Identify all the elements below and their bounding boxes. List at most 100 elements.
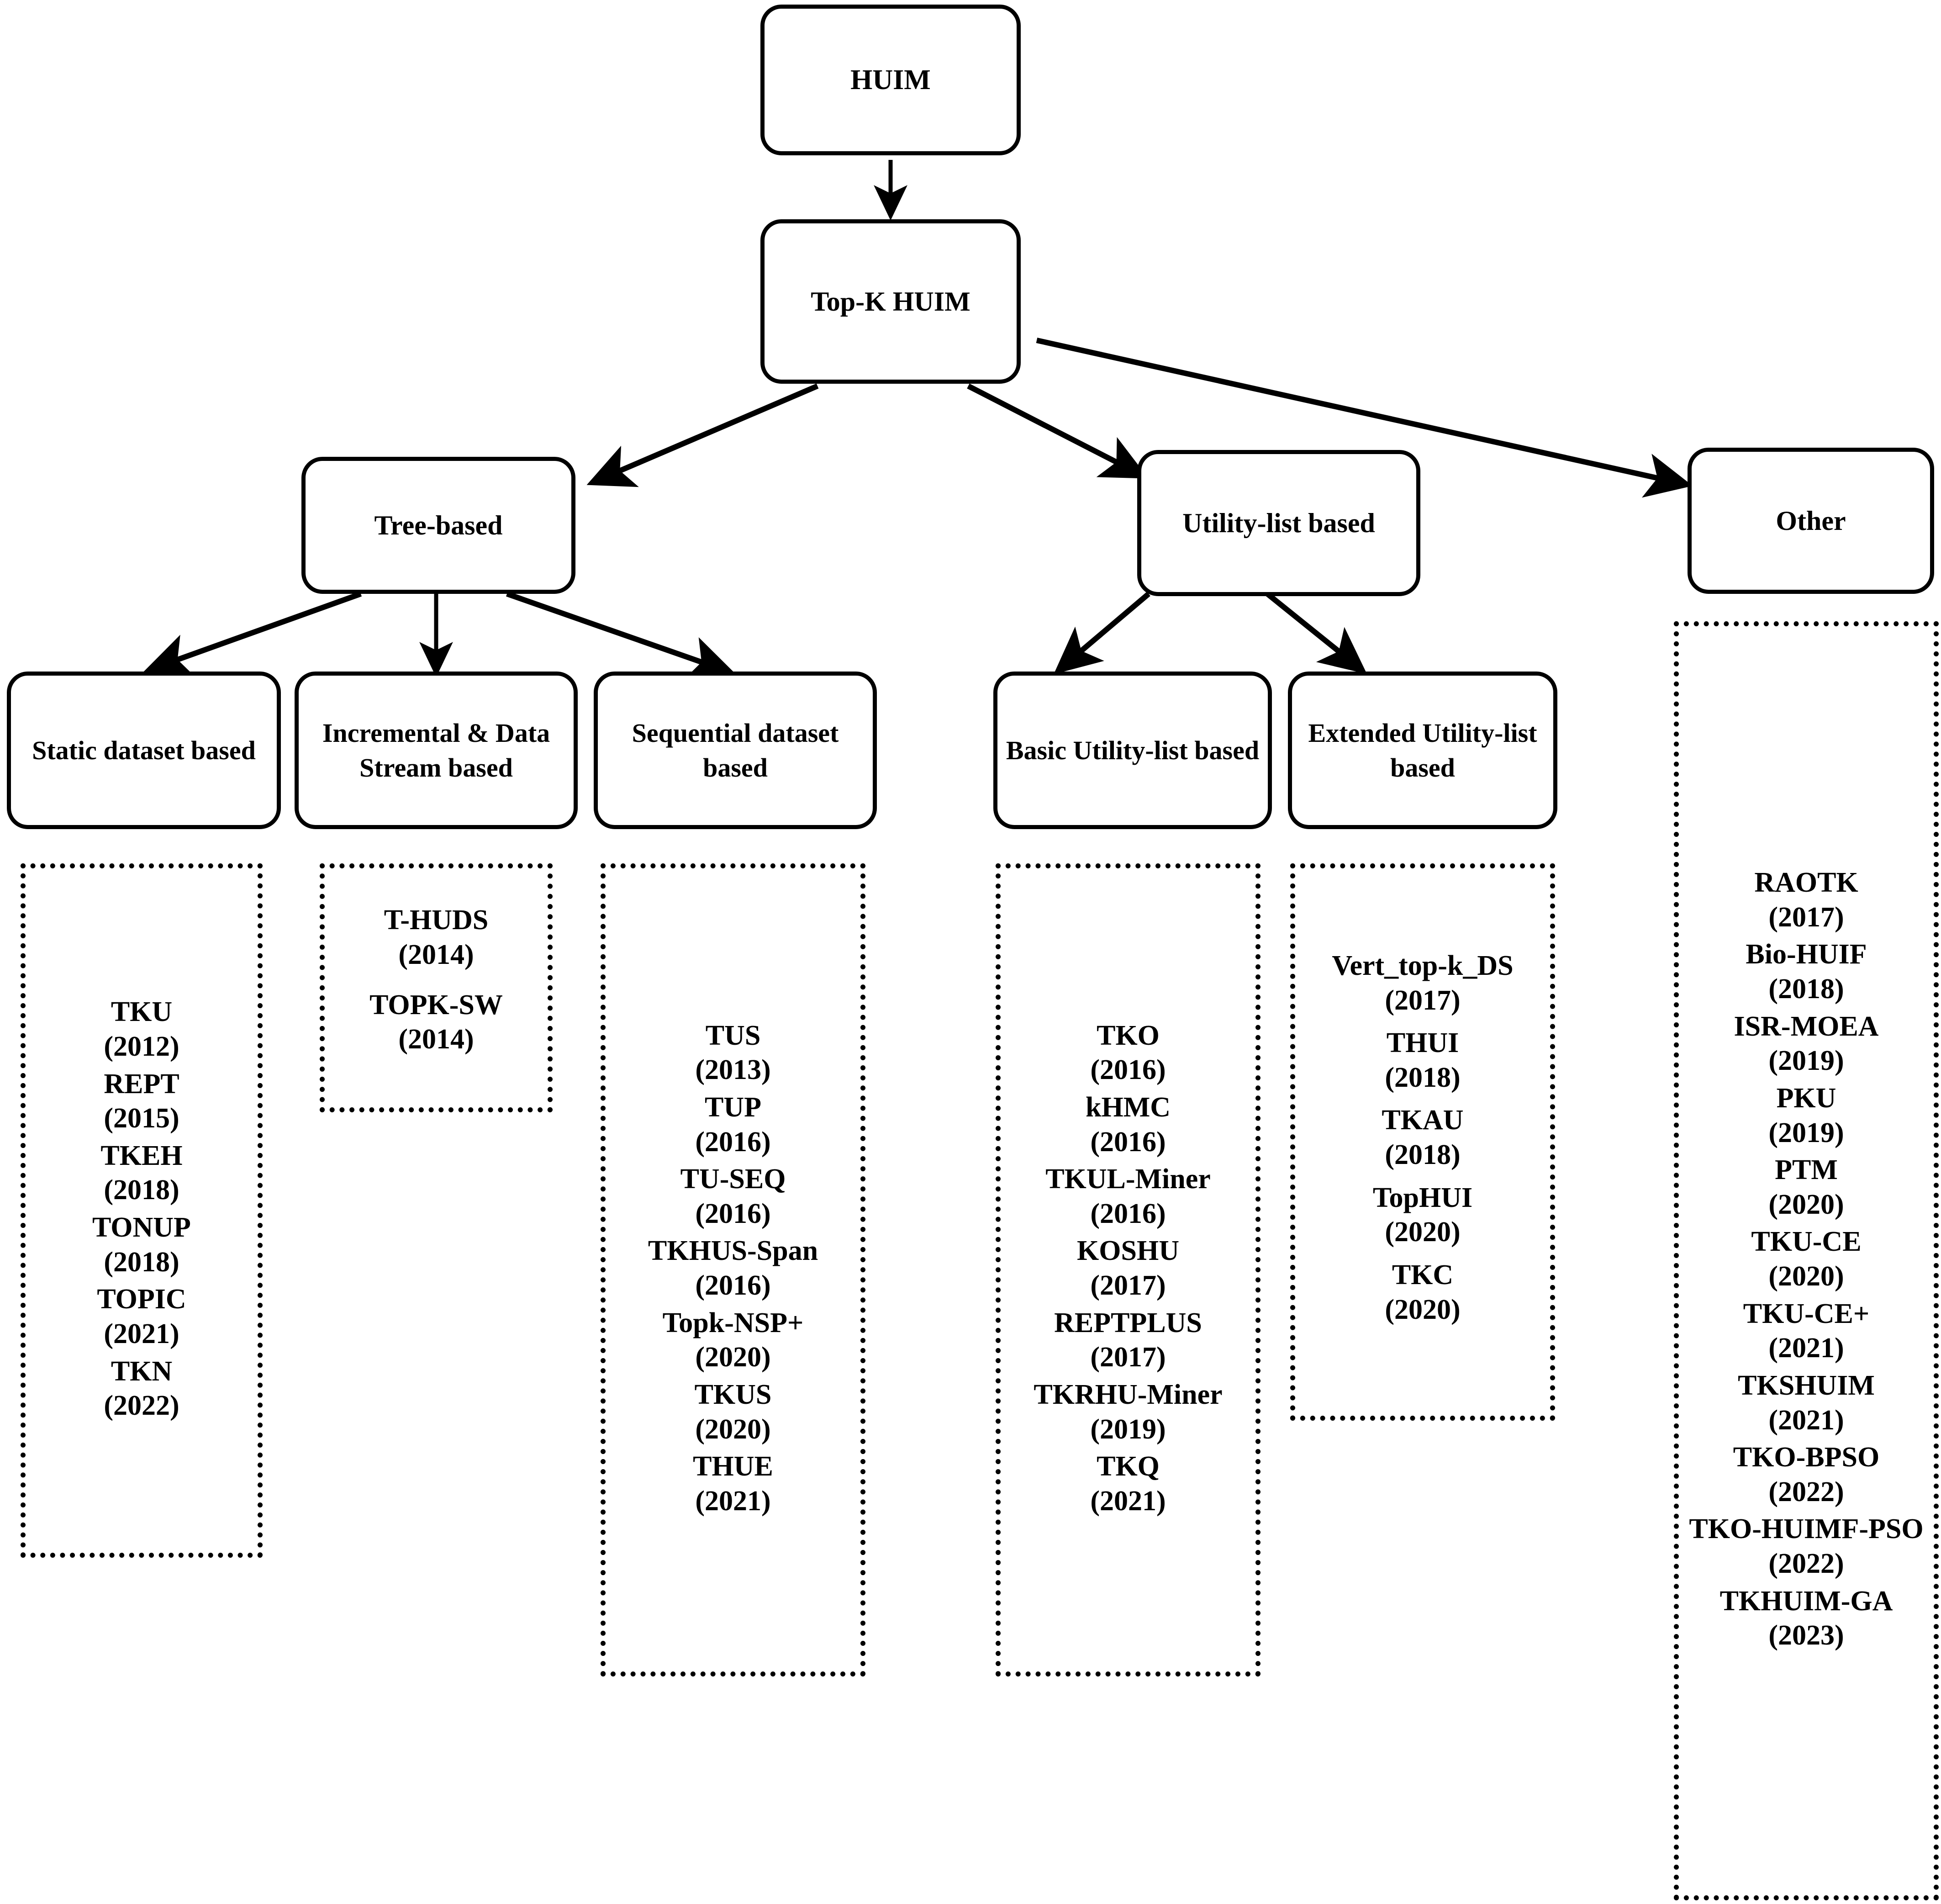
algorithm-year: (2022) (1768, 1476, 1844, 1507)
algorithm-name: THUE (693, 1451, 773, 1482)
algorithm-year: (2020) (1768, 1261, 1844, 1292)
edge-topk-to-tree (586, 383, 819, 487)
list-extended-utility-list-algorithms: Vert_top-k_DS(2017)THUI(2018)TKAU(2018)T… (1290, 863, 1555, 1421)
algorithm-year: (2019) (1768, 1117, 1844, 1148)
node-extended-utility-list-based[interactable]: Extended Utility-list based (1288, 672, 1557, 829)
list-item: Topk-NSP+(2020) (608, 1306, 858, 1375)
algorithm-name: TKUL-Miner (1045, 1164, 1211, 1195)
algorithm-name: TKU (111, 996, 173, 1028)
list-item: TKC(2020) (1298, 1258, 1547, 1327)
list-item: TKO-HUIMF-PSO(2022) (1682, 1512, 1931, 1581)
node-huim-label: HUIM (850, 64, 931, 95)
algorithm-year: (2019) (1090, 1413, 1166, 1445)
list-item: TKUS(2020) (608, 1378, 858, 1447)
list-item: TUS(2013) (608, 1019, 858, 1088)
algorithm-year: (2022) (104, 1390, 179, 1422)
list-item: PKU(2019) (1682, 1081, 1931, 1150)
algorithm-year: (2014) (398, 1024, 474, 1055)
list-static-dataset-algorithms: TKU(2012)REPT(2015)TKEH(2018)TONUP(2018)… (21, 863, 263, 1558)
list-item: TKU-CE+ (2021) (1682, 1297, 1931, 1366)
algorithm-name: PKU (1776, 1082, 1836, 1114)
node-basic-utility-list-based-label: Basic Utility-list based (1006, 735, 1260, 765)
algorithm-year: (2020) (695, 1413, 771, 1445)
algorithm-name: Vert_top-k_DS (1332, 950, 1514, 981)
algorithm-name: TONUP (92, 1212, 191, 1243)
list-item: TKO(2016) (1003, 1019, 1253, 1088)
list-item: Bio-HUIF(2018) (1682, 937, 1931, 1006)
list-item: TONUP(2018) (28, 1211, 255, 1280)
list-item: REPTPLUS(2017) (1003, 1306, 1253, 1375)
algorithm-name: REPT (104, 1068, 179, 1100)
algorithm-name: kHMC (1086, 1091, 1171, 1123)
list-item: TKRHU-Miner(2019) (1003, 1378, 1253, 1447)
list-item: TKUL-Miner(2016) (1003, 1162, 1253, 1231)
algorithm-year: (2020) (1768, 1189, 1844, 1220)
node-extended-utility-list-based-label: Extended Utility-list based (1308, 718, 1537, 783)
algorithm-year: (2021) (1768, 1333, 1844, 1364)
algorithm-name: TOPK-SW (369, 989, 503, 1021)
node-static-dataset-based[interactable]: Static dataset based (7, 672, 281, 829)
list-item: TUP(2016) (608, 1090, 858, 1159)
algorithm-name: TKC (1392, 1259, 1454, 1290)
node-tree-based[interactable]: Tree-based (301, 457, 575, 594)
node-topk-huim-label: Top-K HUIM (811, 286, 970, 317)
list-item: TOPIC(2021) (28, 1282, 255, 1351)
node-huim[interactable]: HUIM (760, 5, 1021, 155)
algorithm-year: (2018) (1385, 1062, 1461, 1093)
algorithm-name: TKAU (1382, 1105, 1464, 1136)
edge-topk-to-utilitylist (967, 383, 1149, 479)
node-utility-list-based-label: Utility-list based (1182, 508, 1375, 538)
list-item: Vert_top-k_DS(2017) (1298, 949, 1547, 1018)
list-item: TKO-BPSO(2022) (1682, 1440, 1931, 1509)
list-other-algorithms: RAOTK(2017)Bio-HUIF(2018)ISR-MOEA(2019)P… (1674, 621, 1939, 1900)
algorithm-name: T-HUDS (384, 904, 489, 936)
algorithm-name: TKEH (100, 1140, 183, 1171)
algorithm-year: (2014) (398, 939, 474, 970)
algorithm-year: (2022) (1768, 1548, 1844, 1579)
list-item: THUI(2018) (1298, 1026, 1547, 1095)
algorithm-name: TKUS (694, 1379, 772, 1410)
list-item: TKAU(2018) (1298, 1103, 1547, 1172)
node-other[interactable]: Other (1688, 448, 1934, 594)
node-tree-based-label: Tree-based (374, 510, 503, 540)
algorithm-name: TKSHUIM (1738, 1370, 1875, 1401)
node-incremental-stream-based[interactable]: Incremental & Data Stream based (295, 672, 578, 829)
algorithm-name: TKU-CE+ (1743, 1298, 1870, 1329)
list-item: TKHUIM-GA(2023) (1682, 1584, 1931, 1653)
list-item: TKU(2012) (28, 995, 255, 1064)
node-other-label: Other (1776, 506, 1846, 536)
list-item: PTM(2020) (1682, 1153, 1931, 1222)
list-item: TKEH(2018) (28, 1139, 255, 1208)
algorithm-year: (2020) (1385, 1216, 1461, 1248)
edge-tree-to-static (143, 591, 362, 677)
algorithm-year: (2018) (104, 1174, 179, 1206)
algorithm-year: (2016) (695, 1126, 771, 1158)
algorithm-year: (2018) (1768, 973, 1844, 1005)
algorithm-name: TKO-HUIMF-PSO (1689, 1513, 1924, 1545)
list-item: TKU-CE(2020) (1682, 1225, 1931, 1294)
algorithm-year: (2021) (1090, 1485, 1166, 1517)
edge-tree-to-sequential (506, 591, 736, 680)
algorithm-name: PTM (1775, 1154, 1838, 1186)
list-item: ISR-MOEA(2019) (1682, 1010, 1931, 1079)
list-item: KOSHU(2017) (1003, 1234, 1253, 1303)
list-item: TU-SEQ(2016) (608, 1162, 858, 1231)
node-topk-huim[interactable]: Top-K HUIM (760, 219, 1021, 384)
list-basic-utility-list-algorithms: TKO(2016)kHMC(2016)TKUL-Miner(2016)KOSHU… (996, 863, 1261, 1677)
algorithm-name: Bio-HUIF (1746, 939, 1867, 970)
edge-utilitylist-to-extended (1266, 592, 1367, 674)
node-sequential-dataset-based[interactable]: Sequential dataset based (594, 672, 877, 829)
algorithm-year: (2021) (695, 1485, 771, 1517)
list-item: THUE(2021) (608, 1449, 858, 1518)
node-sequential-dataset-based-label: Sequential dataset based (632, 718, 839, 783)
algorithm-year: (2016) (1090, 1054, 1166, 1086)
node-utility-list-based[interactable]: Utility-list based (1137, 450, 1420, 596)
algorithm-name: TOPIC (97, 1284, 186, 1315)
algorithm-year: (2016) (695, 1198, 771, 1229)
list-item: TKQ(2021) (1003, 1449, 1253, 1518)
algorithm-name: KOSHU (1077, 1235, 1179, 1267)
node-basic-utility-list-based[interactable]: Basic Utility-list based (993, 672, 1272, 829)
algorithm-name: TKHUS-Span (648, 1235, 818, 1267)
algorithm-year: (2012) (104, 1031, 179, 1062)
